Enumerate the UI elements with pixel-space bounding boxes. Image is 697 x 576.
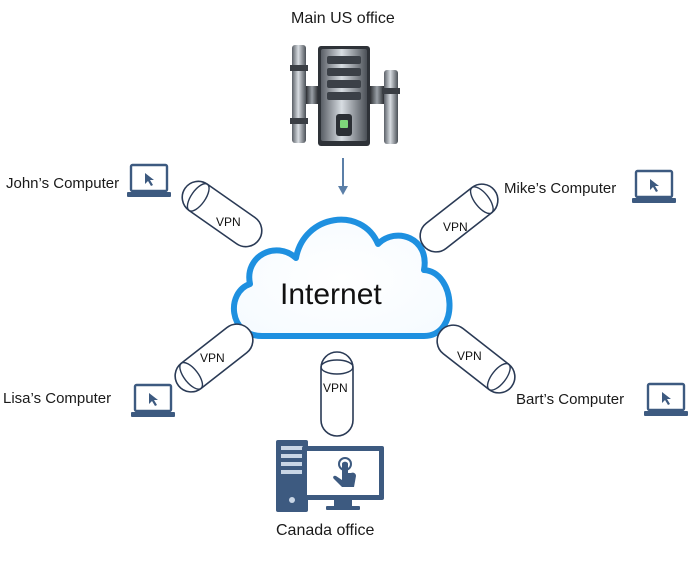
vpn-label-lisa: VPN bbox=[200, 351, 225, 365]
vpn-tunnel-bart bbox=[436, 324, 516, 394]
vpn-label-mike: VPN bbox=[443, 220, 468, 234]
vpn-tunnel-john bbox=[181, 180, 263, 248]
laptop-icon-mike bbox=[632, 169, 676, 203]
vpn-tunnel-canada bbox=[320, 351, 354, 437]
down-arrow-icon bbox=[338, 158, 348, 195]
mikes-computer-label: Mike’s Computer bbox=[504, 180, 617, 197]
cloud-label: Internet bbox=[280, 278, 382, 311]
vpn-tunnel-lisa bbox=[174, 323, 254, 393]
vpn-label-john: VPN bbox=[216, 215, 241, 229]
johns-computer-label: John’s Computer bbox=[6, 175, 120, 192]
vpn-label-bart: VPN bbox=[457, 349, 482, 363]
barts-computer-label: Bart’s Computer bbox=[516, 391, 625, 408]
vpn-tunnel-mike bbox=[419, 183, 499, 253]
main-office-label: Main US office bbox=[291, 10, 395, 27]
vpn-label-canada: VPN bbox=[323, 381, 348, 395]
laptop-icon-lisa bbox=[131, 383, 175, 417]
laptop-icon-john bbox=[127, 163, 171, 197]
lisas-computer-label: Lisa’s Computer bbox=[3, 390, 112, 407]
server-tower-icon bbox=[290, 45, 400, 146]
canada-office-label: Canada office bbox=[276, 522, 375, 539]
laptop-icon-bart bbox=[644, 382, 688, 416]
desktop-computer-icon bbox=[276, 440, 384, 512]
cloud-icon bbox=[230, 216, 453, 339]
